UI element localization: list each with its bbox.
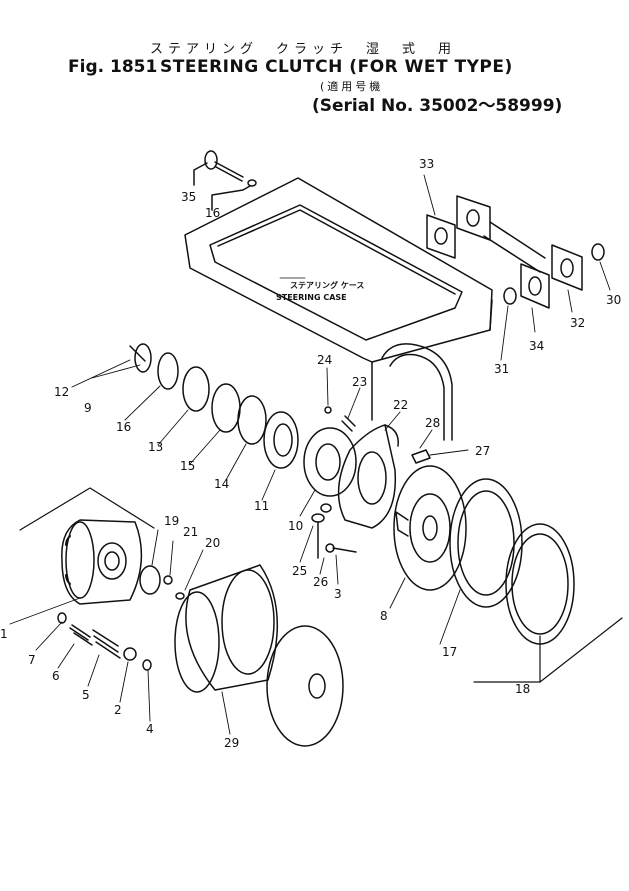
callout-34: 35	[181, 190, 196, 204]
callout-11: 11	[254, 499, 269, 513]
callout-33b: 34	[529, 339, 544, 353]
callout-28: 28	[425, 416, 440, 430]
callout-5: 5	[82, 688, 90, 702]
outer-drum-29	[174, 564, 279, 693]
bolt-34	[193, 150, 257, 211]
figure-title: STEERING CLUTCH (FOR WET TYPE)	[160, 57, 513, 77]
callout-8: 8	[380, 609, 388, 623]
drum-cover	[266, 625, 344, 747]
brake-band-17	[449, 478, 523, 608]
clutch-hub-1	[19, 487, 155, 605]
callout-20: 20	[205, 536, 220, 550]
bearing-stack	[129, 343, 299, 469]
callout-labels: 33 34 32 30 31 35 16 24 23 22 28 27 12 9…	[0, 157, 621, 750]
callout-12: 12	[54, 385, 69, 399]
callout-21: 21	[183, 525, 198, 539]
japanese-title: ステアリング クラッチ 湿 式 用	[150, 42, 457, 57]
callout-16: 16	[116, 420, 131, 434]
covers-32-33	[426, 195, 605, 309]
japanese-serial-label: (適用号機	[320, 80, 384, 93]
callout-2: 2	[114, 703, 122, 717]
callout-19: 19	[164, 514, 179, 528]
callout-25: 25	[292, 564, 307, 578]
springs-and-pins	[57, 565, 185, 671]
callout-10: 10	[288, 519, 303, 533]
callout-14: 14	[214, 477, 229, 491]
callout-35: 16	[205, 206, 220, 220]
callout-15: 15	[180, 459, 195, 473]
callout-32: 32	[570, 316, 585, 330]
leader-18	[473, 617, 623, 683]
callout-7: 7	[28, 653, 36, 667]
callout-22: 22	[393, 398, 408, 412]
callout-27: 27	[475, 444, 490, 458]
pipes	[324, 343, 453, 464]
callout-18: 18	[515, 682, 530, 696]
callout-30: 30	[606, 293, 621, 307]
callout-17: 17	[442, 645, 457, 659]
bolts-3-25-26	[311, 503, 357, 559]
plate-18	[505, 523, 575, 645]
callout-31: 31	[494, 362, 509, 376]
callout-13: 13	[148, 440, 163, 454]
callout-1: 1	[0, 627, 8, 641]
callout-33a: 33	[419, 157, 434, 171]
callout-4: 4	[146, 722, 154, 736]
callout-24: 24	[317, 353, 332, 367]
serial-range: (Serial No. 35002～58999)	[312, 96, 563, 116]
case-label-jp: ステアリング ケース	[290, 280, 364, 290]
figure-number: Fig. 1851	[68, 57, 158, 77]
cage-22	[303, 424, 399, 529]
steering-case: ステアリング ケース STEERING CASE	[184, 177, 493, 421]
callout-29: 29	[224, 736, 239, 750]
callout-3: 3	[334, 587, 342, 601]
callout-6: 6	[52, 669, 60, 683]
leader-lines	[9, 174, 611, 735]
case-label: STEERING CASE	[276, 293, 347, 302]
callout-23: 23	[352, 375, 367, 389]
callout-26: 26	[313, 575, 328, 589]
callout-9: 9	[84, 401, 92, 415]
brake-drum-8	[393, 465, 467, 591]
